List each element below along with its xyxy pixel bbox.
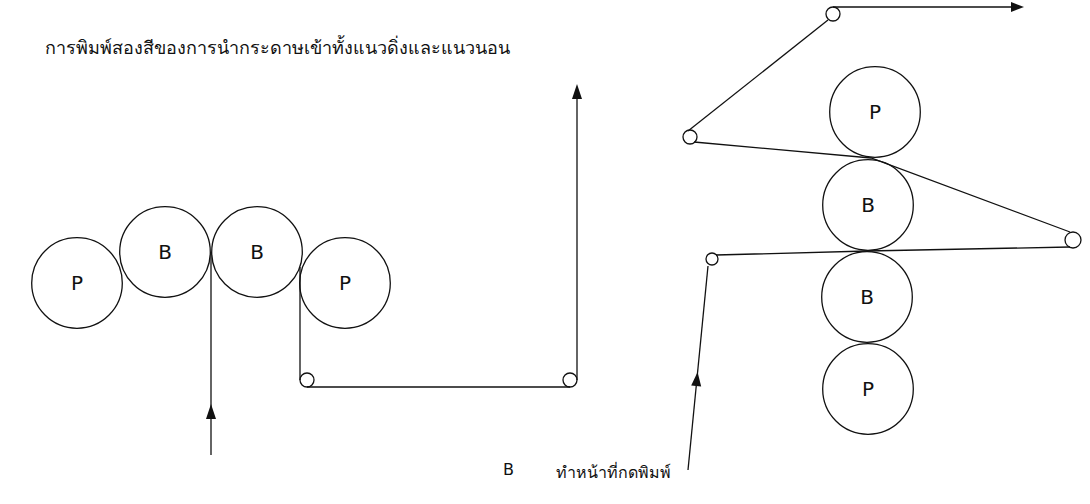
arrowhead (572, 84, 582, 99)
cylinder: B (821, 251, 913, 343)
cylinder: P (31, 237, 123, 329)
cylinder-letter: B (158, 242, 172, 262)
paper-web (694, 142, 1070, 232)
cylinder-letter: P (339, 273, 351, 293)
cylinder: P (822, 343, 914, 435)
cylinder: P (299, 237, 391, 329)
cylinder: B (822, 159, 914, 251)
cylinder-letter: P (862, 379, 874, 399)
paper-web (716, 247, 1070, 255)
guide-roller (683, 130, 697, 144)
title: การพิมพ์สองสีของการนำกระดาษเข้าทั้งแนวดิ… (45, 33, 510, 62)
cylinder-circle (830, 67, 921, 158)
cylinder: B (211, 206, 303, 298)
paper-web (688, 20, 828, 131)
note-label: B (503, 460, 514, 479)
arrowhead (1011, 2, 1024, 12)
cylinder-letter: B (250, 242, 264, 262)
cylinder: B (119, 206, 211, 298)
cylinder-circle (823, 160, 914, 251)
paper-web (833, 6, 1012, 7)
paper-web (688, 266, 708, 470)
cylinder: P (829, 66, 921, 158)
cylinder-letter: B (860, 287, 874, 307)
cylinder-letter: P (869, 102, 881, 122)
guide-roller (1065, 232, 1081, 248)
paper-web (210, 252, 211, 455)
cylinder-circle (300, 238, 391, 329)
cylinder-circle (822, 252, 913, 343)
note-label: ทำหน้าที่กดพิมพ์ (556, 460, 671, 485)
cylinder-circle (120, 207, 211, 298)
guide-roller (826, 7, 840, 21)
guide-roller (563, 373, 577, 387)
paper-web (576, 92, 577, 380)
paper-web (307, 386, 570, 387)
arrowhead (206, 404, 216, 419)
guide-roller (300, 373, 314, 387)
cylinder-circle (212, 207, 303, 298)
arrowhead (691, 372, 701, 387)
cylinder-letter: P (71, 273, 83, 293)
cylinder-letter: B (861, 195, 875, 215)
cylinder-circle (823, 344, 914, 435)
cylinder-circle (32, 238, 123, 329)
